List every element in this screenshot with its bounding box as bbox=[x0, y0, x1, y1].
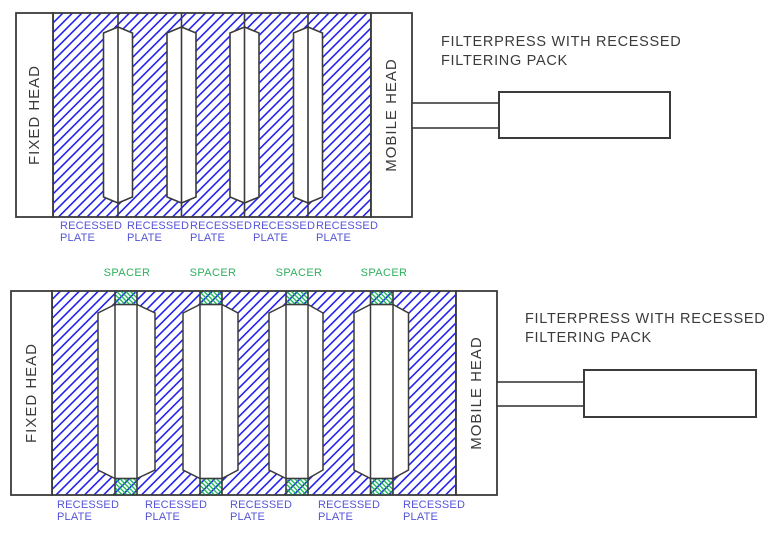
top-mobile-head-box bbox=[370, 12, 413, 218]
top-chambers bbox=[102, 13, 324, 217]
top-plate-label-5: RECESSED PLATE bbox=[316, 220, 379, 244]
bottom-plate-label-2-line1: RECESSED bbox=[145, 499, 208, 511]
top-plate-label-2-line1: RECESSED bbox=[127, 220, 190, 232]
top-plate-label-4: RECESSED PLATE bbox=[253, 220, 316, 244]
spacer-top-2 bbox=[199, 290, 223, 306]
top-plate-label-5-line2: PLATE bbox=[316, 231, 352, 244]
bottom-caption-line2: FILTERING PACK bbox=[525, 330, 652, 346]
spacer-top-3 bbox=[285, 290, 309, 306]
bottom-plate-label-3-line1: RECESSED bbox=[230, 499, 293, 511]
spacer-bottom-4 bbox=[369, 477, 394, 496]
top-plate-label-4-line2: PLATE bbox=[253, 231, 289, 244]
bottom-fixed-head-box bbox=[10, 290, 53, 496]
bottom-plate-label-2-line2: PLATE bbox=[145, 510, 181, 523]
bottom-plate-label-4-line1: RECESSED bbox=[318, 499, 381, 511]
top-plate-label-1-line1: RECESSED bbox=[60, 220, 123, 232]
bottom-plate-label-2: RECESSED PLATE bbox=[145, 499, 208, 523]
bottom-plate-label-1-line2: PLATE bbox=[57, 510, 93, 523]
top-plate-label-2-line2: PLATE bbox=[127, 231, 163, 244]
top-plate-label-3-line2: PLATE bbox=[190, 231, 226, 244]
spacer-label-1: SPACER bbox=[103, 267, 151, 279]
top-caption-line2: FILTERING PACK bbox=[441, 53, 568, 69]
bottom-chamber-2 bbox=[182, 303, 239, 480]
spacer-label-4: SPACER bbox=[360, 267, 408, 279]
spacer-label-2: SPACER bbox=[189, 267, 237, 279]
spacer-bottom-3 bbox=[285, 477, 309, 496]
top-caption: FILTERPRESS WITH RECESSED FILTERING PACK bbox=[441, 33, 681, 71]
spacer-bottom-1 bbox=[114, 477, 138, 496]
bottom-chamber-4 bbox=[353, 303, 410, 480]
top-caption-line1: FILTERPRESS WITH RECESSED bbox=[441, 34, 682, 50]
top-plate-label-1: RECESSED PLATE bbox=[60, 220, 123, 244]
bottom-mobile-head-label: MOBILE HEAD bbox=[467, 336, 485, 450]
bottom-filterpress bbox=[10, 290, 757, 496]
bottom-closing-cylinder bbox=[583, 369, 757, 418]
bottom-caption: FILTERPRESS WITH RECESSED FILTERING PACK bbox=[525, 310, 765, 348]
bottom-plate-label-3: RECESSED PLATE bbox=[230, 499, 293, 523]
bottom-fixed-head-label: FIXED HEAD bbox=[22, 343, 40, 444]
top-fixed-head-label: FIXED HEAD bbox=[25, 65, 43, 166]
bottom-piston-rod bbox=[496, 381, 585, 407]
bottom-plate-label-5-line1: RECESSED bbox=[403, 499, 466, 511]
top-plate-label-1-line2: PLATE bbox=[60, 231, 96, 244]
top-plate-label-4-line1: RECESSED bbox=[253, 220, 316, 232]
bottom-mobile-head-box bbox=[455, 290, 498, 496]
top-plate-label-3: RECESSED PLATE bbox=[190, 220, 253, 244]
top-plate-label-2: RECESSED PLATE bbox=[127, 220, 190, 244]
top-closing-cylinder bbox=[498, 91, 671, 139]
top-fixed-head-box bbox=[15, 12, 54, 218]
bottom-chamber-3 bbox=[268, 303, 324, 480]
top-mobile-head-label: MOBILE HEAD bbox=[382, 58, 400, 172]
top-plate-label-3-line1: RECESSED bbox=[190, 220, 253, 232]
bottom-caption-line1: FILTERPRESS WITH RECESSED bbox=[525, 311, 766, 327]
bottom-chamber-1 bbox=[97, 303, 156, 480]
spacer-label-3: SPACER bbox=[275, 267, 323, 279]
bottom-plate-label-1: RECESSED PLATE bbox=[57, 499, 120, 523]
spacer-top-1 bbox=[114, 290, 138, 306]
bottom-plate-label-5: RECESSED PLATE bbox=[403, 499, 466, 523]
spacer-bottom-2 bbox=[199, 477, 223, 496]
bottom-chambers bbox=[97, 290, 410, 496]
top-filterpress bbox=[15, 12, 671, 218]
bottom-plate-label-4: RECESSED PLATE bbox=[318, 499, 381, 523]
bottom-plate-label-1-line1: RECESSED bbox=[57, 499, 120, 511]
top-piston-rod bbox=[411, 102, 500, 129]
bottom-plate-label-4-line2: PLATE bbox=[318, 510, 354, 523]
bottom-plate-label-5-line2: PLATE bbox=[403, 510, 439, 523]
spacer-top-4 bbox=[369, 290, 394, 306]
bottom-plate-label-3-line2: PLATE bbox=[230, 510, 266, 523]
top-plate-label-5-line1: RECESSED bbox=[316, 220, 379, 232]
